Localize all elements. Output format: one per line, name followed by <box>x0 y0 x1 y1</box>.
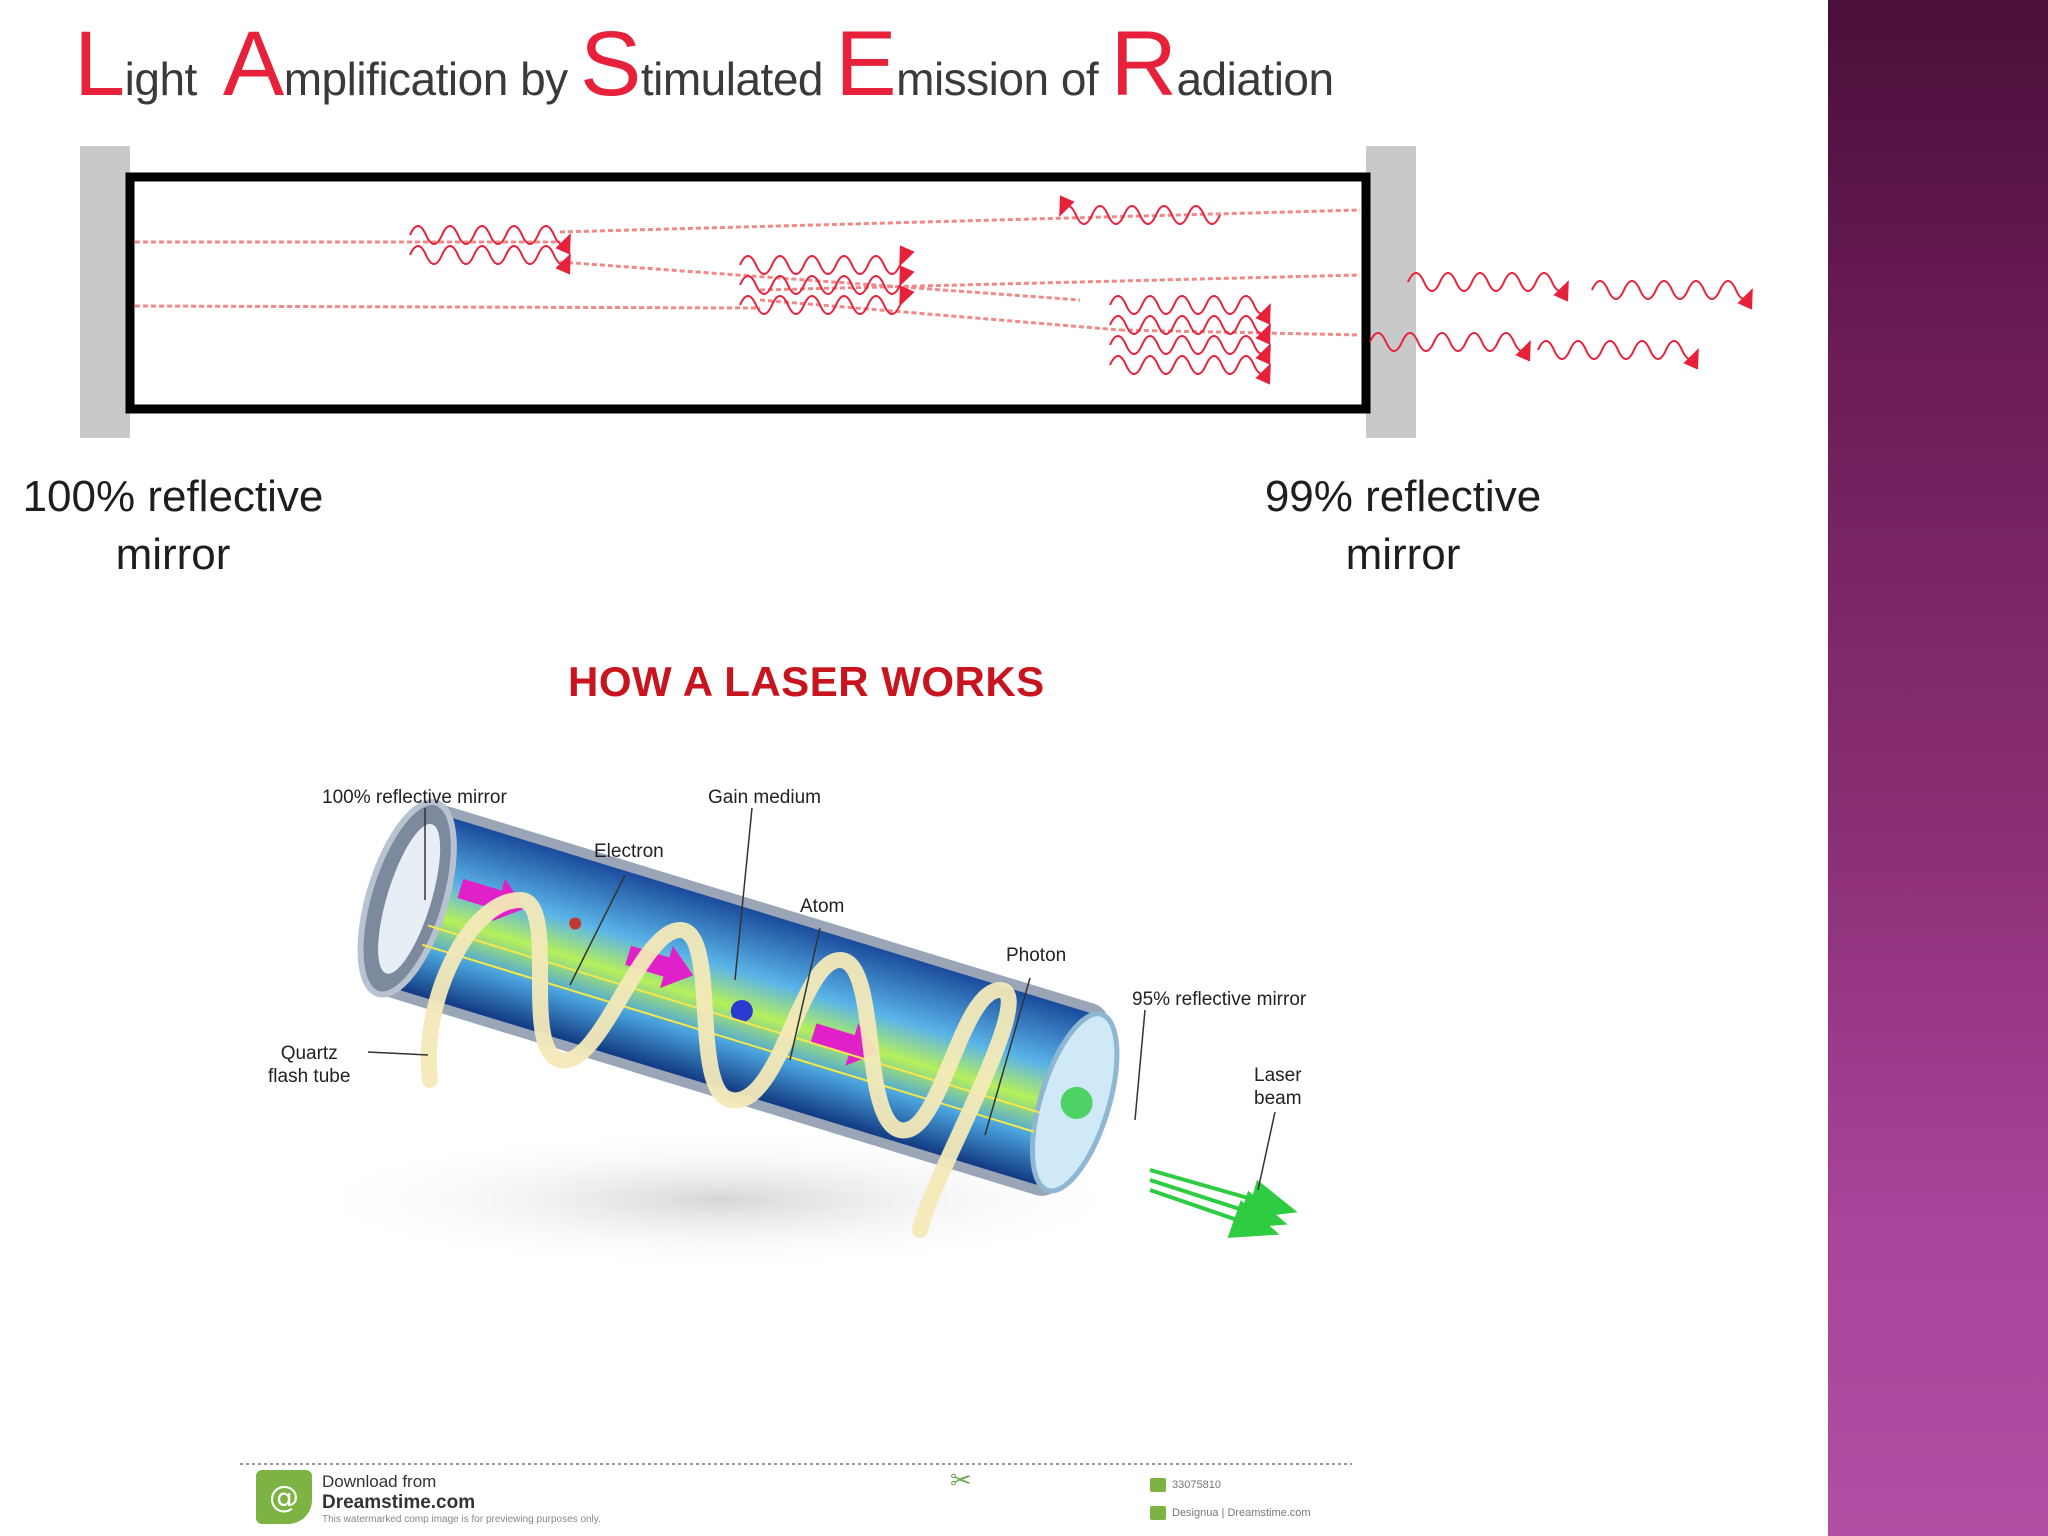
output-beams <box>1369 272 1753 370</box>
left-mirror-label-line2: mirror <box>115 530 231 579</box>
callout-laser-line1: Laser <box>1254 1065 1302 1086</box>
callout-electron: Electron <box>594 841 664 862</box>
left-mirror <box>80 146 130 438</box>
dreamstime-logo-icon: @ <box>256 1470 312 1524</box>
watermark-fine-print: This watermarked comp image is for previ… <box>322 1514 601 1525</box>
callout-100-reflective-mirror: 100% reflective mirror <box>322 787 507 808</box>
quartz-flash-tube <box>420 891 1017 1238</box>
download-from-block: Download from Dreamstime.com This waterm… <box>322 1472 601 1525</box>
callout-lines <box>367 807 1276 1191</box>
callout-quartz-line1: Quartz <box>280 1043 338 1064</box>
acronym-initial-l: L <box>74 13 125 115</box>
decorative-sidebar <box>1828 0 2048 1536</box>
download-from-text: Download from <box>322 1472 437 1491</box>
acronym-initial-r: R <box>1110 13 1177 115</box>
callout-95-reflective-mirror: 95% reflective mirror <box>1132 989 1307 1010</box>
acronym-word-radiation: adiation <box>1176 53 1334 105</box>
footer-divider <box>240 1463 1352 1465</box>
wave-packets <box>409 195 1271 385</box>
acronym-initial-s: S <box>579 13 641 115</box>
callout-laser-line2: beam <box>1254 1088 1302 1109</box>
tube-shadow <box>300 1130 1140 1270</box>
image-id: 33075810 <box>1172 1479 1221 1491</box>
scissors-icon: ✂ <box>950 1466 972 1496</box>
designer-row: Designua | Dreamstime.com <box>1150 1506 1311 1520</box>
photon-paths <box>134 208 1361 337</box>
acronym-word-amplification: mplification by <box>283 53 580 105</box>
callout-quartz-flash-tube: Quartz flash tube <box>268 1042 350 1088</box>
image-id-row: 33075810 <box>1150 1478 1221 1492</box>
callout-gain-medium: Gain medium <box>708 787 821 808</box>
id-icon <box>1150 1478 1166 1492</box>
left-mirror-label-line1: 100% reflective <box>22 472 324 521</box>
how-a-laser-works-title: HOW A LASER WORKS <box>568 658 1045 705</box>
right-mirror <box>1366 146 1416 438</box>
laser-illustration <box>300 798 1298 1270</box>
left-mirror-label: 100% reflective mirror <box>8 468 338 584</box>
callout-laser-beam: Laser beam <box>1254 1064 1302 1110</box>
acronym-word-emission: mission of <box>896 53 1111 105</box>
designer-credit: Designua | Dreamstime.com <box>1172 1507 1311 1519</box>
dreamstime-text: Dreamstime.com <box>322 1492 476 1513</box>
callout-atom: Atom <box>800 896 845 917</box>
resonator-diagram <box>80 146 1753 438</box>
callout-quartz-line2: flash tube <box>268 1066 351 1087</box>
acronym-word-stimulated: timulated <box>640 53 836 105</box>
callout-photon: Photon <box>1006 945 1067 966</box>
laser-tube <box>125 172 1371 414</box>
right-mirror-label: 99% reflective mirror <box>1238 468 1568 584</box>
right-mirror-label-line1: 99% reflective <box>1264 472 1542 521</box>
designer-icon <box>1150 1506 1166 1520</box>
atom-dot <box>730 1000 753 1023</box>
electron-dot <box>569 917 582 930</box>
acronym-initial-a: A <box>222 13 284 115</box>
acronym-word-light: ight <box>124 53 198 105</box>
acronym-initial-e: E <box>835 13 897 115</box>
right-mirror-label-line2: mirror <box>1345 530 1461 579</box>
laser-beam <box>1149 1168 1298 1238</box>
laser-tube-3d <box>357 798 1120 1196</box>
